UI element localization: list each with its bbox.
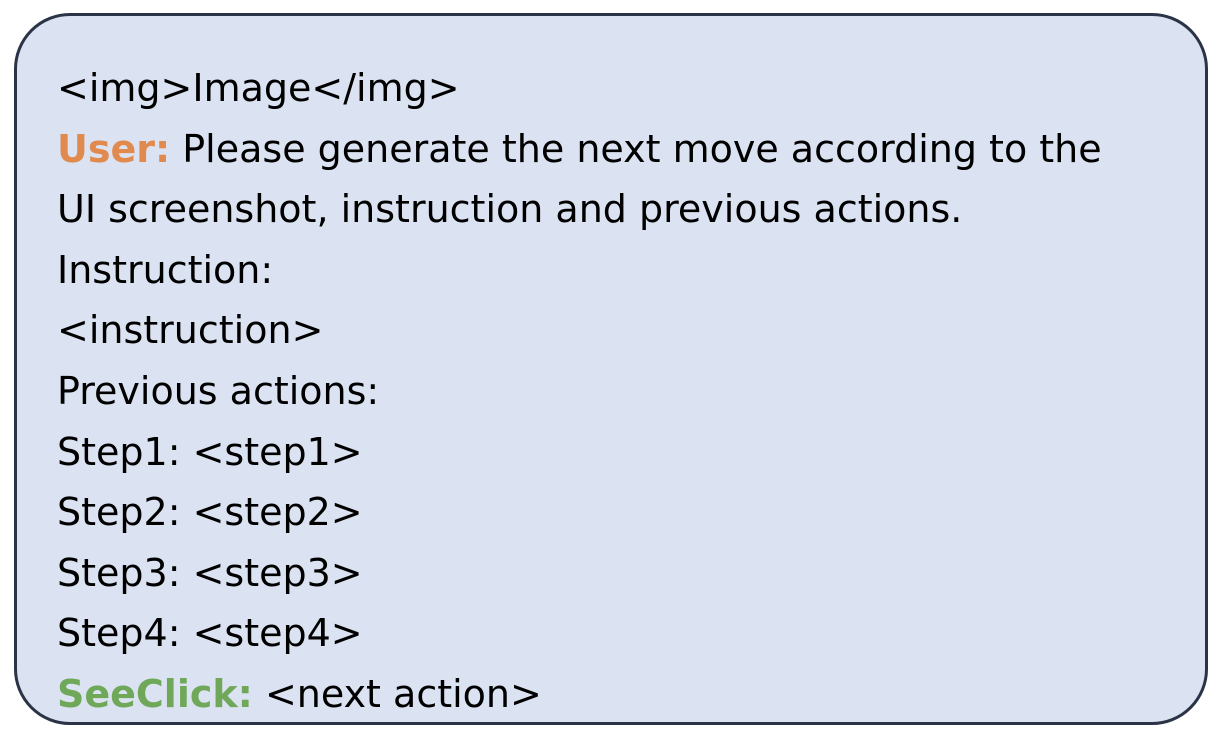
step-line: Step4: <step4> xyxy=(57,611,363,656)
prompt-template-box: <img>Image</img> User: Please generate t… xyxy=(14,13,1208,725)
user-message-line-1: User: Please generate the next move acco… xyxy=(57,119,1167,180)
instruction-label: Instruction: xyxy=(57,247,274,292)
step-line: Step3: <step3> xyxy=(57,550,363,595)
step-line: Step2: <step2> xyxy=(57,490,363,535)
step-line: Step1: <step1> xyxy=(57,429,363,474)
previous-actions-label: Previous actions: xyxy=(57,368,380,413)
user-label: User: xyxy=(57,126,171,171)
user-message-line-2: UI screenshot, instruction and previous … xyxy=(57,187,963,232)
assistant-response-line: SeeClick: <next action> xyxy=(57,664,1167,725)
user-message-text-1: Please generate the next move according … xyxy=(170,126,1102,171)
instruction-placeholder: <instruction> xyxy=(57,308,324,353)
next-action-placeholder: <next action> xyxy=(252,671,542,716)
seeclick-label: SeeClick: xyxy=(57,671,253,716)
image-tag-line: <img>Image</img> xyxy=(57,66,460,110)
